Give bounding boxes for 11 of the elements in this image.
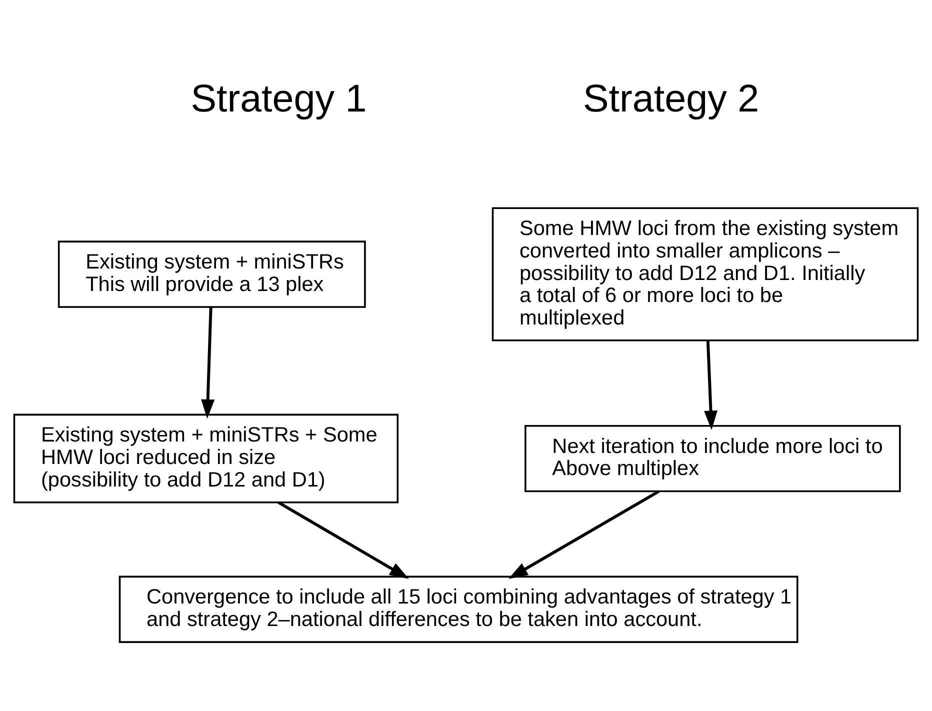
label: Strategy 1 [190,76,367,120]
node-box: Next iteration to include more loci to Above multiplex [524,424,901,492]
node-box: Convergence to include all 15 loci combining advantages of strategy 1 and strategy 2–national differences to be taken into account. [118,575,798,642]
node-box: Existing system + miniSTRs + Some HMW loci reduced in size (possibility to add D12 and D1) [13,413,399,503]
arrow [278,500,409,578]
arrow [704,340,718,430]
node-box: Existing system + miniSTRs This will provide a 13 plex [58,240,366,308]
arrow [508,490,660,578]
arrow [201,306,215,418]
node-box: Some HMW loci from the existing system converted into smaller amplicons – possibility to add D12 and D1. Initially a total of 6 or more loci to be multiplexed [492,206,919,341]
label: Strategy 2 [583,76,760,120]
